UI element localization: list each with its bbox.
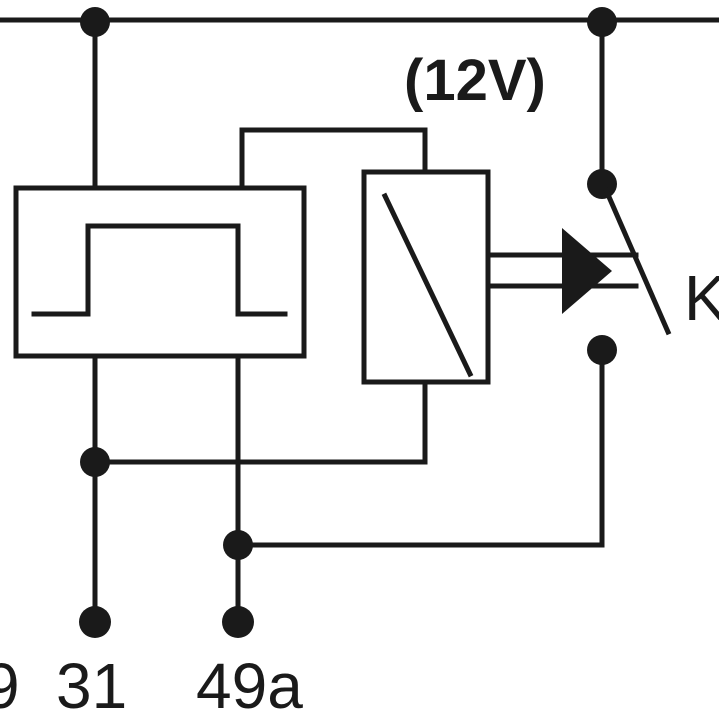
relay-coil-diagonal bbox=[381, 192, 474, 378]
wire-coil-to-ground-junction bbox=[92, 379, 428, 465]
wire-generator-to-coil bbox=[239, 127, 428, 191]
terminal-label-49a: 49a bbox=[196, 650, 303, 719]
voltage-label: (12V) bbox=[404, 48, 546, 113]
terminal-node-31 bbox=[79, 606, 111, 638]
actuator-arrow-icon bbox=[562, 228, 612, 314]
terminal-node-49a bbox=[222, 606, 254, 638]
switch-blade bbox=[602, 186, 672, 336]
wire-switch-to-output-junction bbox=[235, 347, 605, 548]
terminal-label-partial: 9 bbox=[0, 650, 20, 719]
terminal-label-31: 31 bbox=[56, 650, 127, 719]
relay-label: K bbox=[684, 262, 719, 334]
switch-contact-top bbox=[587, 169, 617, 199]
pulse-generator-box bbox=[13, 185, 307, 359]
junction-node-output bbox=[223, 530, 253, 560]
junction-node-ground bbox=[80, 447, 110, 477]
pulse-waveform-symbol bbox=[31, 223, 288, 317]
